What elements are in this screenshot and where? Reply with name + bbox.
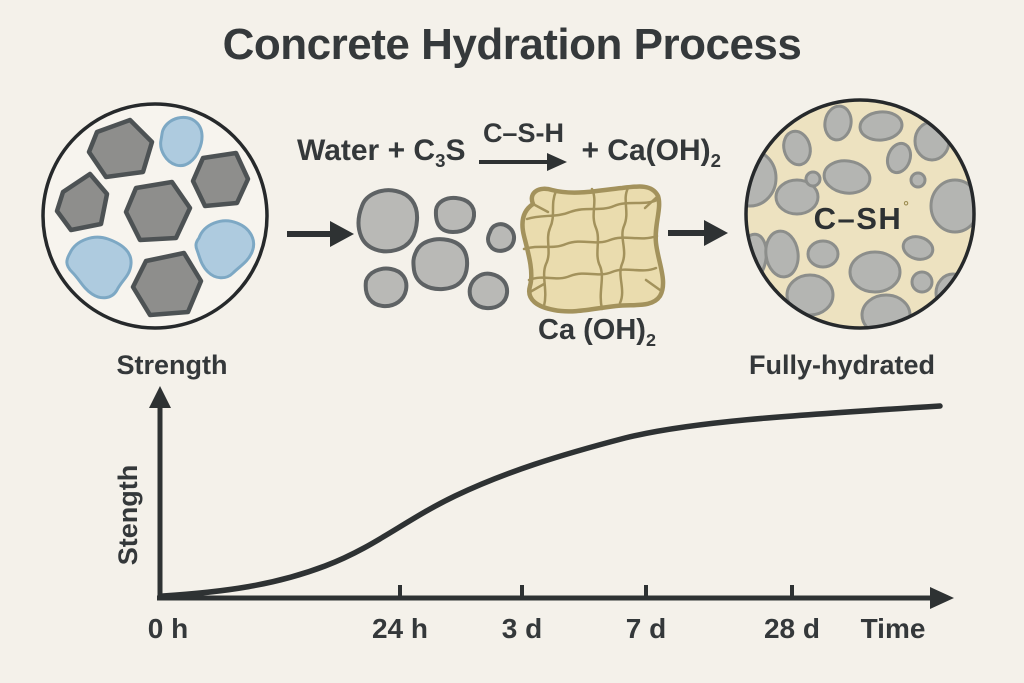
right-arrow-icon xyxy=(668,220,728,246)
products-text: + Ca(OH) xyxy=(581,134,711,167)
cement-particles xyxy=(356,188,517,311)
reactants-subscript: 3 xyxy=(435,150,446,171)
caoh-crystal xyxy=(520,184,666,314)
reactants-suffix: S xyxy=(445,134,466,167)
strength-time-graph xyxy=(149,386,954,609)
x-tick-label-7d: 7 d xyxy=(625,613,667,644)
x-axis-label: Time xyxy=(860,613,926,644)
reaction-arrow-label: C–S-H xyxy=(482,118,564,148)
x-tick-label-3d: 3 d xyxy=(501,613,543,644)
x-axis-ticks xyxy=(398,585,794,597)
csh-superscript-mark: ° xyxy=(903,198,911,214)
reaction-arrow-icon xyxy=(479,153,568,171)
equation-products: + Ca(OH)2 xyxy=(581,134,721,171)
y-axis-arrowhead-icon xyxy=(149,386,171,408)
caoh-caption: Ca (OH)2 xyxy=(512,314,682,351)
right-arrow-icon xyxy=(287,221,354,247)
equation-reactants: Water + C3S xyxy=(297,134,465,171)
water-pockets xyxy=(65,115,256,300)
y-axis-label: Stength xyxy=(113,464,143,566)
x-tick-label-0h: 0 h xyxy=(147,613,189,644)
strength-curve xyxy=(160,403,943,599)
fresh-mix-circle xyxy=(41,102,269,330)
aggregate-stones xyxy=(54,117,251,318)
chemical-equation: Water + C3S C–S-H + Ca(OH)2 xyxy=(297,118,721,172)
right-circle-caption: Fully-hydrated xyxy=(748,350,936,380)
caoh-crackle-pattern xyxy=(522,186,662,311)
reaction-arrow-block: C–S-H xyxy=(477,118,569,172)
page-title: Concrete Hydration Process xyxy=(222,20,802,69)
caoh-caption-text: Ca (OH) xyxy=(538,314,646,346)
reactants-text: Water + C xyxy=(297,134,436,167)
caoh-caption-subscript: 2 xyxy=(645,329,656,350)
x-tick-label-28d: 28 d xyxy=(763,613,821,644)
x-axis-arrowhead-icon xyxy=(930,587,954,609)
x-tick-label-24h: 24 h xyxy=(371,613,429,644)
hydrated-matrix-outline xyxy=(744,98,976,330)
csh-text: C–SH xyxy=(813,201,903,236)
caoh-crystal-outline xyxy=(520,184,666,314)
csh-matrix-label: C–SH° xyxy=(792,198,932,237)
left-circle-caption: Strength xyxy=(116,350,228,380)
products-subscript: 2 xyxy=(710,150,721,171)
